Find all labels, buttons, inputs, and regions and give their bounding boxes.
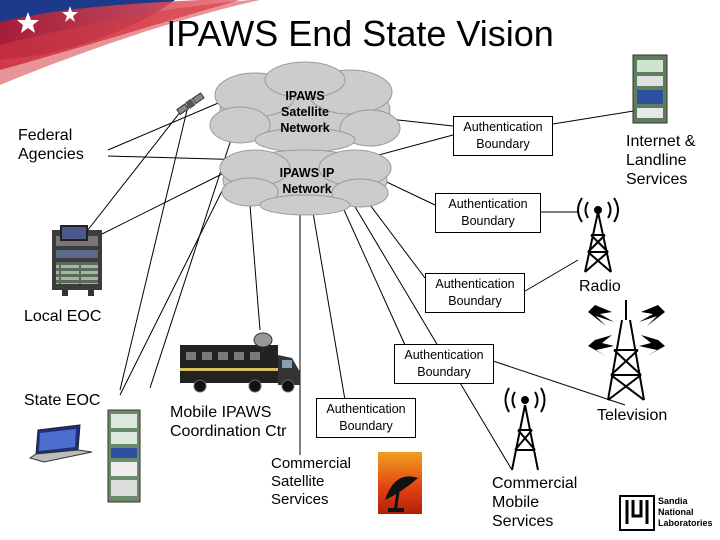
local-eoc-label: Local EOC bbox=[24, 308, 102, 325]
television-label: Television bbox=[597, 407, 668, 424]
mobile-command-truck-icon bbox=[180, 332, 300, 393]
radio-tower-icon bbox=[577, 197, 619, 273]
state-eoc-server-icon bbox=[107, 409, 141, 503]
radio-label: Radio bbox=[579, 278, 621, 295]
satellite-dish-icon bbox=[378, 452, 422, 514]
page-title: IPAWS End State Vision bbox=[166, 13, 554, 54]
flag-banner bbox=[0, 0, 260, 85]
satellite-network-cloud bbox=[209, 61, 401, 153]
television-tower-icon bbox=[588, 300, 665, 401]
internet-server-icon bbox=[632, 54, 668, 124]
ip-network-cloud bbox=[219, 149, 392, 216]
local-eoc-rack-icon bbox=[52, 225, 102, 296]
sandia-logo-mark bbox=[619, 495, 655, 531]
satellite-icon bbox=[176, 92, 205, 116]
state-eoc-label: State EOC bbox=[24, 392, 101, 409]
laptop-icon bbox=[28, 424, 93, 463]
cell-tower-icon bbox=[504, 387, 546, 471]
